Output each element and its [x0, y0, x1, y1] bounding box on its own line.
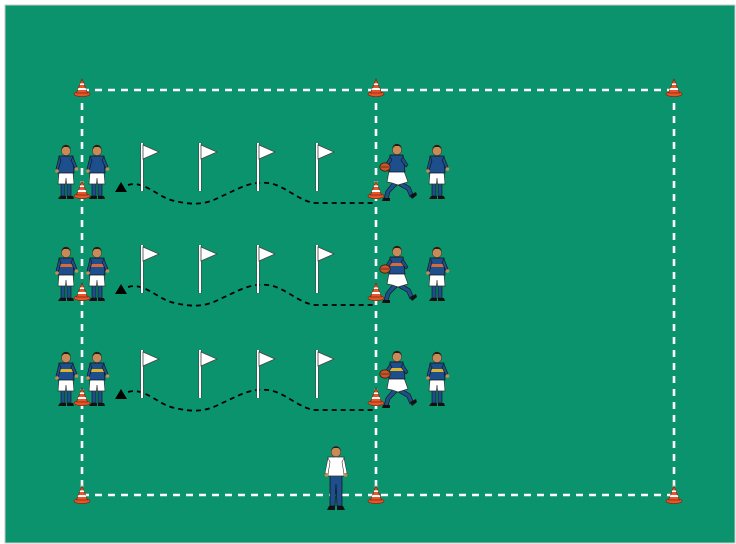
grass-field	[5, 5, 735, 543]
